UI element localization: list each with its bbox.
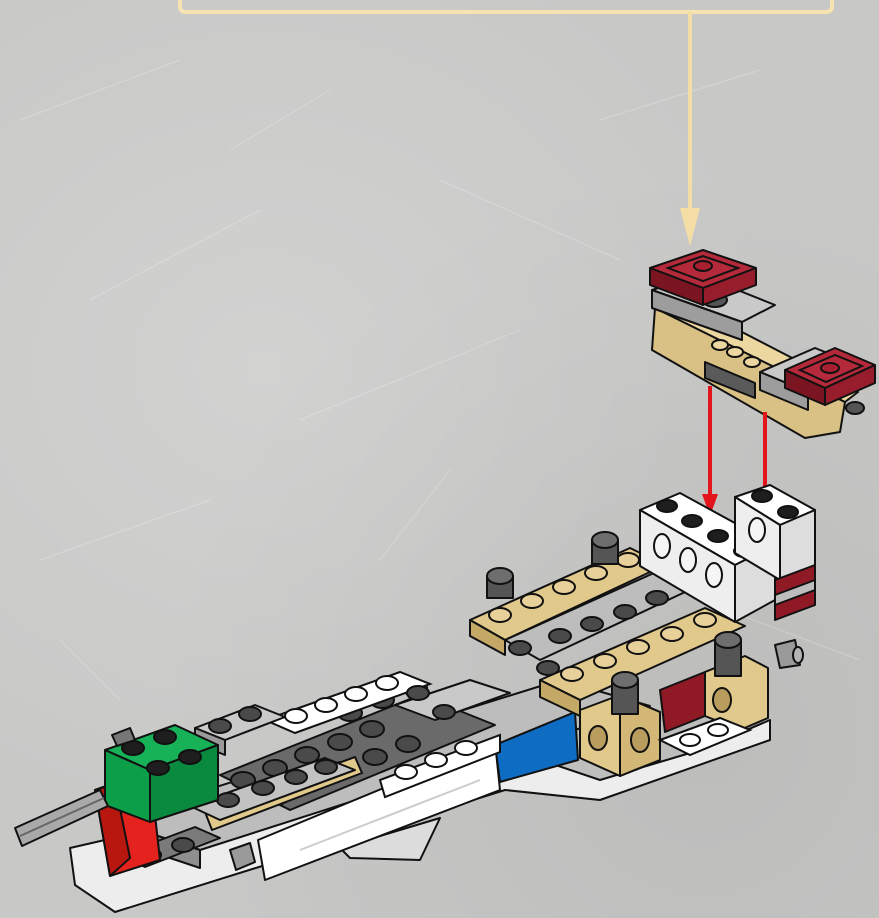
speeder-chassis-model bbox=[15, 485, 815, 912]
red-tile-crossbar-subassembly bbox=[650, 250, 875, 438]
callout-frame bbox=[180, 0, 832, 12]
callout-arrow-icon bbox=[680, 12, 700, 246]
attach-arrow-left-icon bbox=[702, 386, 718, 516]
